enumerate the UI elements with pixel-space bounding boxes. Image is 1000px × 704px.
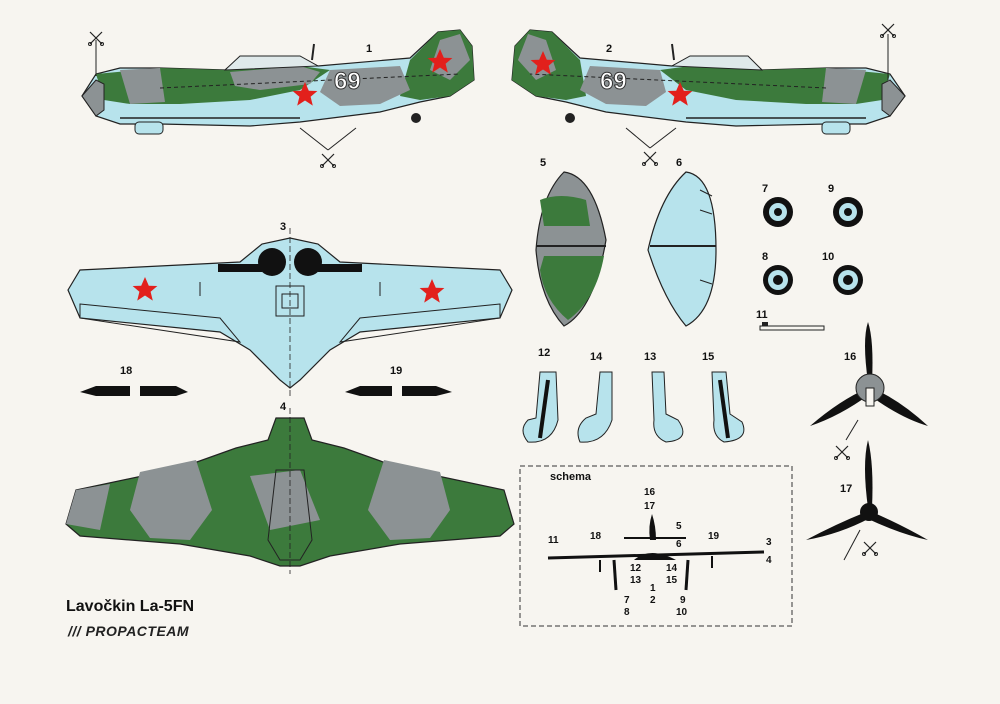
wheel-7 <box>763 197 793 227</box>
part-label-6: 6 <box>676 157 683 169</box>
stores-18 <box>80 386 188 396</box>
gear-door-13 <box>651 371 684 443</box>
schema-label-14: 14 <box>666 563 678 574</box>
schema-label-4: 4 <box>766 555 772 566</box>
brand-logo: /// PROPACTEAM <box>68 623 189 639</box>
schema-label-17: 17 <box>644 501 656 512</box>
part-label-3: 3 <box>280 221 287 233</box>
part-label-18: 18 <box>120 365 133 377</box>
brand-name: PROPACTEAM <box>85 623 190 639</box>
schema-label-9: 9 <box>680 595 686 606</box>
schema-label-3: 3 <box>766 537 772 548</box>
gear-door-12 <box>522 371 559 443</box>
propeller-16 <box>810 322 928 461</box>
schema-label-13: 13 <box>630 575 642 586</box>
wheel-9 <box>833 197 863 227</box>
fuselage-code-left: 69 <box>334 68 362 96</box>
part-label-15: 15 <box>702 351 715 363</box>
wheel-8 <box>763 265 793 295</box>
fuselage-left-side <box>81 29 475 169</box>
schema-label-10: 10 <box>676 607 688 618</box>
tailplane-upper-5 <box>535 171 607 327</box>
part-label-17: 17 <box>840 483 853 495</box>
wheel-10 <box>833 265 863 295</box>
schema-label-5: 5 <box>676 521 682 532</box>
fuselage-right-side <box>511 23 906 167</box>
schema-label-7: 7 <box>624 595 630 606</box>
brand-slashes: /// <box>68 623 86 639</box>
part-label-19: 19 <box>390 365 403 377</box>
schema-label-2: 2 <box>650 595 656 606</box>
sheet-title: Lavočkin La-5FN <box>66 598 195 615</box>
propeller-17 <box>806 440 928 561</box>
schema-label-12: 12 <box>630 563 642 574</box>
wing-underside <box>67 228 513 398</box>
schema-label-15: 15 <box>666 575 678 586</box>
part-label-2: 2 <box>606 43 613 55</box>
fuselage-code-right: 69 <box>600 68 628 96</box>
wing-upper-camouflage <box>65 408 515 574</box>
part-label-8: 8 <box>762 251 769 263</box>
part-label-1: 1 <box>366 43 373 55</box>
schema-label-16: 16 <box>644 487 656 498</box>
gear-door-15 <box>711 371 745 443</box>
gear-door-14 <box>577 371 613 443</box>
schema-box <box>519 465 793 627</box>
schema-label-11: 11 <box>548 535 559 546</box>
schema-title: schema <box>550 471 591 483</box>
schema-label-1: 1 <box>650 583 656 594</box>
part-label-11: 11 <box>756 309 768 321</box>
part-label-14: 14 <box>590 351 603 363</box>
schema-label-19: 19 <box>708 531 720 542</box>
schema-label-8: 8 <box>624 607 630 618</box>
part-label-7: 7 <box>762 183 769 195</box>
tailplane-lower-6 <box>647 171 717 327</box>
part-label-12: 12 <box>538 347 551 359</box>
schema-label-18: 18 <box>590 531 602 542</box>
stores-19 <box>345 386 452 396</box>
part-label-9: 9 <box>828 183 835 195</box>
part-label-5: 5 <box>540 157 547 169</box>
part-label-16: 16 <box>844 351 857 363</box>
part-label-13: 13 <box>644 351 657 363</box>
part-label-4: 4 <box>280 401 287 413</box>
antenna-11 <box>759 322 825 331</box>
part-label-10: 10 <box>822 251 835 263</box>
schema-label-6: 6 <box>676 539 682 550</box>
